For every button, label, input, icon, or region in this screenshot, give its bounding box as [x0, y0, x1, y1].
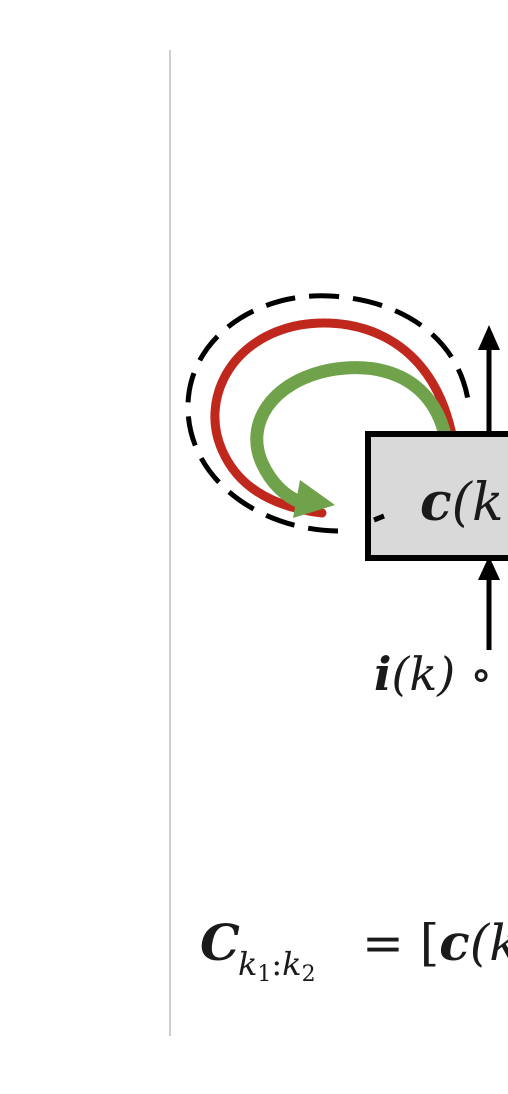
equation-rhs-rest: (k — [470, 914, 508, 972]
equation-rhs: = [c(k — [362, 913, 508, 972]
cell-label-rest: (k — [452, 473, 504, 533]
green-recurrent-arrow — [250, 361, 455, 509]
equation-lhs-subscript: k1:k2 — [238, 945, 316, 987]
input-gate-label: i(k) ∘ — [374, 647, 492, 701]
cell-label-bold: c — [420, 472, 452, 533]
cell-state-box — [365, 431, 508, 561]
equation-lhs-symbol: C — [200, 913, 240, 972]
cell-label: c(k — [420, 472, 503, 533]
input-label-bold: i — [374, 647, 391, 701]
green-arrowhead-shape — [293, 480, 335, 518]
input-label-rest: (k) ∘ — [391, 647, 492, 701]
subscript-1: 1 — [257, 962, 271, 987]
input-arrowhead — [478, 556, 500, 580]
subscript-2: 2 — [302, 962, 316, 987]
subscript-k1: k — [238, 945, 257, 983]
box-dash-tick — [373, 513, 385, 523]
dashed-loop-outline — [185, 293, 471, 534]
subscript-colon: : — [271, 945, 282, 983]
equation-rhs-prefix: = [ — [362, 914, 439, 972]
subscript-k2: k — [282, 945, 301, 983]
output-arrowhead — [478, 325, 500, 350]
equation-rhs-bold: c — [439, 913, 469, 972]
red-recurrent-arrow — [210, 318, 460, 518]
